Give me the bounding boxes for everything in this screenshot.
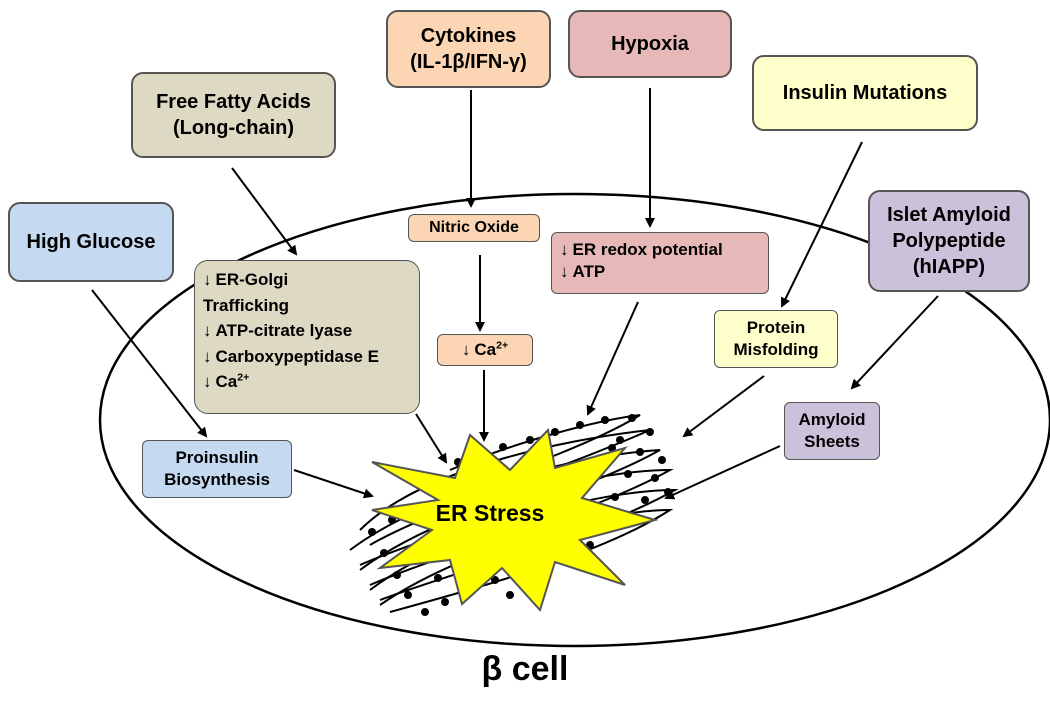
down-arrow-ca: ↓	[461, 339, 471, 359]
atp-row: ↓ATP	[560, 262, 606, 282]
arrow-iapp-amyloid	[850, 295, 939, 390]
high-glucose-box: High Glucose	[8, 202, 174, 282]
er-golgi-row: ↓ER-Golgi	[203, 270, 289, 289]
protein-misfolding-box: Protein Misfolding	[714, 310, 838, 368]
atp-citrate-row: ↓ATP-citrate lyase	[203, 321, 353, 340]
amyloid-sheets-box: Amyloid Sheets	[784, 402, 880, 460]
ffa-label: Free Fatty Acids (Long-chain)	[156, 91, 311, 139]
ffa-box: Free Fatty Acids (Long-chain)	[131, 72, 336, 158]
cytokines-box: Cytokines (IL-1β/IFN-γ)	[386, 10, 551, 88]
hypoxia-box: Hypoxia	[568, 10, 732, 78]
high-glucose-label: High Glucose	[26, 231, 156, 253]
arrow-glucose-proinsulin	[91, 289, 208, 438]
er-stress-label: ER Stress	[435, 500, 545, 526]
proinsulin-box: Proinsulin Biosynthesis	[142, 440, 292, 498]
arrow-amyloid-er	[664, 445, 781, 500]
insulin-mutations-label: Insulin Mutations	[782, 82, 948, 104]
beta-cell-ellipse	[98, 192, 1050, 648]
beta-cell-label: β cell	[481, 650, 569, 688]
hypoxia-label: Hypoxia	[611, 33, 689, 55]
arrow-misfolding-er	[682, 375, 765, 438]
nitric-oxide-box: Nitric Oxide	[408, 214, 540, 242]
er-redox-row: ↓ER redox potential	[560, 240, 723, 259]
arrow-proinsulin-er	[293, 469, 374, 499]
iapp-label: Islet Amyloid Polypeptide (hIAPP)	[887, 204, 1011, 278]
cytokines-label: Cytokines (IL-1β/IFN-γ)	[410, 25, 527, 73]
ca-label: ↓Ca2+	[461, 339, 509, 359]
amyloid-sheets-label: Amyloid Sheets	[798, 409, 866, 451]
er-redox-box: ↓ER redox potential ↓ATP	[551, 232, 769, 294]
ffa-effects-box: ↓ER-Golgi Trafficking ↓ATP-citrate lyase…	[194, 260, 420, 414]
nitric-oxide-label: Nitric Oxide	[429, 218, 519, 236]
ffa-ca-row: ↓Ca2+	[203, 371, 250, 391]
arrow-ffa-effects	[231, 167, 298, 256]
carboxypeptidase-row: ↓Carboxypeptidase E	[203, 346, 379, 366]
proinsulin-label: Proinsulin Biosynthesis	[164, 447, 270, 489]
iapp-box: Islet Amyloid Polypeptide (hIAPP)	[868, 190, 1030, 292]
trafficking-row: Trafficking	[203, 295, 289, 315]
arrows	[91, 88, 939, 500]
arrow-effects-er	[415, 413, 448, 464]
protein-misfolding-label: Protein Misfolding	[733, 317, 819, 359]
arrow-mutations-misfolding	[781, 141, 863, 308]
arrow-redox-er	[586, 301, 639, 416]
insulin-mutations-box: Insulin Mutations	[752, 55, 978, 131]
ca-box: ↓Ca2+	[437, 334, 533, 366]
er-stress-star	[371, 427, 659, 612]
